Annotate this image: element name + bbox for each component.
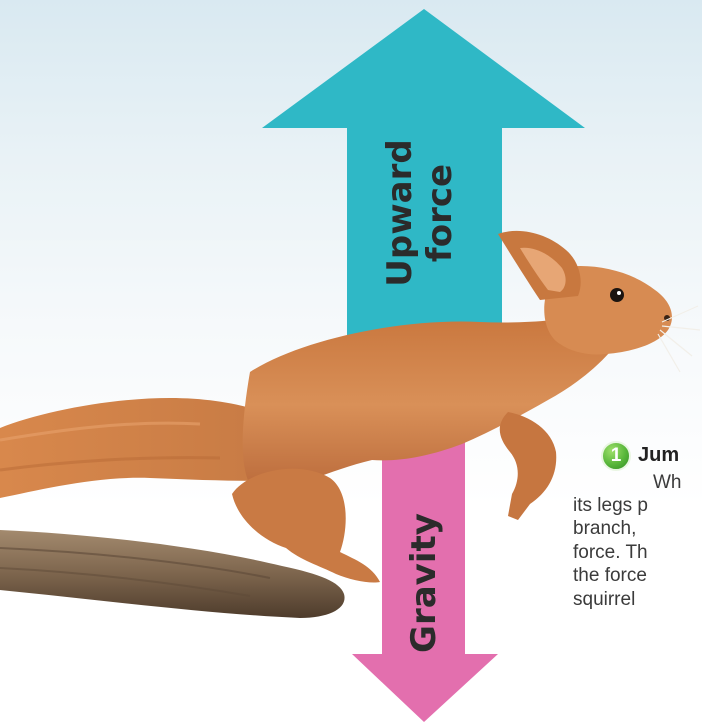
callout-first-line-text: Wh <box>653 472 682 493</box>
step-callout: 1 Jum Wh its legs p branch, force. Th th… <box>573 441 702 611</box>
step-number-badge: 1 <box>601 441 631 471</box>
upward-label-line1: Upward <box>380 139 420 286</box>
callout-body: its legs p branch, force. Th the force s… <box>573 494 702 612</box>
gravity-label: Gravity <box>399 508 449 658</box>
callout-first-line: Wh <box>573 471 702 495</box>
callout-header: 1 Jum <box>573 441 702 471</box>
upward-label-line2: force <box>420 164 460 262</box>
upward-force-label: Upward force <box>372 138 468 288</box>
step-title: Jum <box>638 444 679 468</box>
